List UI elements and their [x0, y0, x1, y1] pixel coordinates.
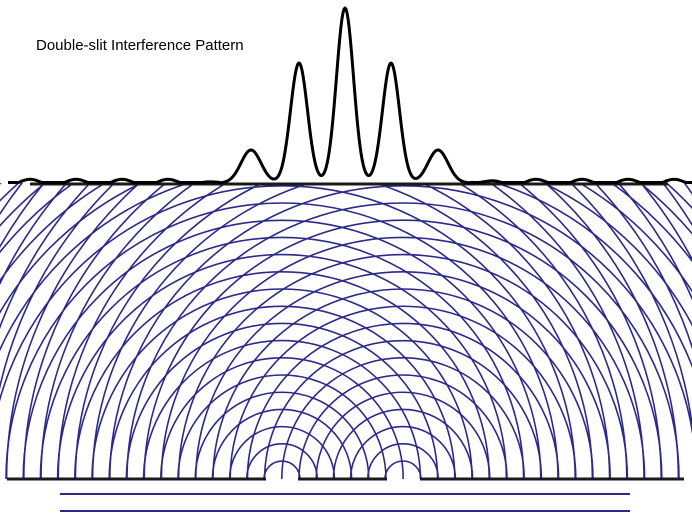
wavefront-arc-slit2-34: [0, 0, 692, 479]
wavefront-arc-slit1-30: [0, 0, 692, 479]
wavefront-arc-slit2-5: [315, 391, 491, 479]
wavefront-arc-slit1-39: [0, 0, 692, 479]
wavefront-arc-slit1-35: [0, 0, 692, 479]
wavefront-arc-slit1-5: [194, 391, 370, 479]
wavefront-arc-slit1-3: [228, 425, 336, 479]
wavefront-arc-slit2-10: [229, 305, 577, 479]
wavefront-arc-slit1-34: [0, 0, 692, 479]
wavefront-arc-slit2-1: [384, 460, 422, 479]
wavefront-arc-slit1-13: [56, 253, 508, 479]
wavefront-arc-slit1-28: [661, 183, 692, 227]
wavefront-arc-slit2-24: [0, 183, 692, 390]
wavefront-arc-slit2-3: [349, 425, 457, 479]
wavefront-arc-slit1-19: [0, 183, 611, 479]
wavefront-arc-slit1-2: [246, 443, 318, 479]
wavefront-arc-slit1-23: [0, 183, 680, 479]
wavefront-arc-slit2-9: [246, 322, 560, 479]
wavefront-arc-slit2-32: [0, 0, 692, 479]
wavefront-arc-slit1-22: [0, 183, 662, 479]
wavefront-arc-slit2-17: [109, 185, 692, 479]
wavefront-arc-slit2-4: [332, 408, 474, 479]
wavefront-arc-slit2-33: [0, 0, 692, 479]
wavefront-arc-slit1-36: [0, 0, 692, 479]
wavefront-arc-slit2-6: [298, 374, 508, 479]
wavefront-arc-slit2-8: [263, 339, 543, 479]
wavefront-arc-slit2-23: [5, 183, 692, 479]
wavefront-arc-slit1-27: [639, 183, 692, 262]
wavefront-arc-slit1-25: [593, 183, 692, 350]
wavefront-arc-slit1-4: [211, 408, 353, 479]
wavefront-arc-slit1-17: [0, 185, 576, 479]
wavefront-arc-slit1-16: [5, 202, 559, 479]
incident-plane-wavefronts: [60, 493, 630, 512]
wavefront-arc-slit1-9: [125, 322, 439, 479]
wavefront-arc-slit1-20: [0, 183, 628, 479]
wavefront-arcs: [0, 0, 692, 479]
wavefront-arc-slit2-21: [40, 183, 692, 479]
wavefront-arc-slit2-38: [0, 0, 692, 479]
wavefront-arc-slit2-37: [0, 0, 692, 479]
wavefront-arc-slit2-13: [177, 253, 629, 479]
wavefront-arc-slit2-22: [23, 183, 692, 479]
wavefront-arc-slit2-39: [0, 0, 692, 479]
wavefront-arc-slit2-31: [0, 0, 692, 479]
wavefront-arc-slit2-26: [0, 183, 68, 286]
wavefront-arc-slit2-18: [91, 183, 692, 479]
wavefront-arc-slit1-8: [142, 339, 422, 479]
wavefront-arc-slit1-21: [0, 183, 645, 479]
wavefront-arc-slit2-7: [281, 357, 525, 479]
wavefront-arc-slit2-16: [126, 202, 680, 479]
wavefront-arc-slit1-33: [0, 0, 692, 479]
wavefront-arc-slit1-15: [22, 219, 542, 479]
wavefront-arc-slit1-38: [0, 0, 692, 479]
wavefront-arc-slit1-31: [0, 0, 692, 479]
wavefront-arc-slit2-14: [160, 236, 646, 479]
wavefront-arc-slit1-24: [569, 183, 692, 432]
wavefront-arc-slit2-41: [0, 0, 692, 479]
wavefront-arc-slit1-29: [683, 183, 692, 196]
wavefront-arc-slit2-29: [0, 183, 2, 186]
wavefront-arc-slit1-40: [0, 0, 692, 479]
wavefront-arc-slit2-20: [57, 183, 692, 479]
wavefront-arc-slit1-26: [617, 183, 692, 301]
diagram-title: Double-slit Interference Pattern: [36, 37, 244, 54]
wavefront-arc-slit2-2: [367, 443, 439, 479]
wavefront-arc-slit2-12: [195, 271, 611, 479]
wavefront-arc-slit1-7: [160, 357, 404, 479]
wavefront-arc-slit1-37: [0, 0, 692, 479]
wavefront-arc-slit2-11: [212, 288, 594, 479]
wavefront-arc-slit2-28: [0, 183, 24, 216]
wavefront-arc-slit1-41: [0, 0, 692, 479]
wavefront-arc-slit1-18: [0, 183, 594, 479]
wavefront-arc-slit1-11: [91, 288, 473, 479]
wavefront-arc-slit2-35: [0, 0, 692, 479]
wavefront-arc-slit1-6: [177, 374, 387, 479]
interference-intensity-curve: [7, 6, 692, 185]
wavefront-arc-slit1-32: [0, 0, 692, 479]
wavefront-arc-slit2-25: [0, 183, 92, 330]
wavefront-arc-slit1-14: [39, 236, 525, 479]
wavefront-arc-slit2-15: [143, 219, 663, 479]
wavefront-arc-slit2-36: [0, 0, 692, 479]
wavefront-arc-slit1-12: [74, 271, 490, 479]
wavefront-arc-slit2-40: [0, 0, 692, 479]
wavefront-arc-slit2-30: [0, 0, 692, 479]
